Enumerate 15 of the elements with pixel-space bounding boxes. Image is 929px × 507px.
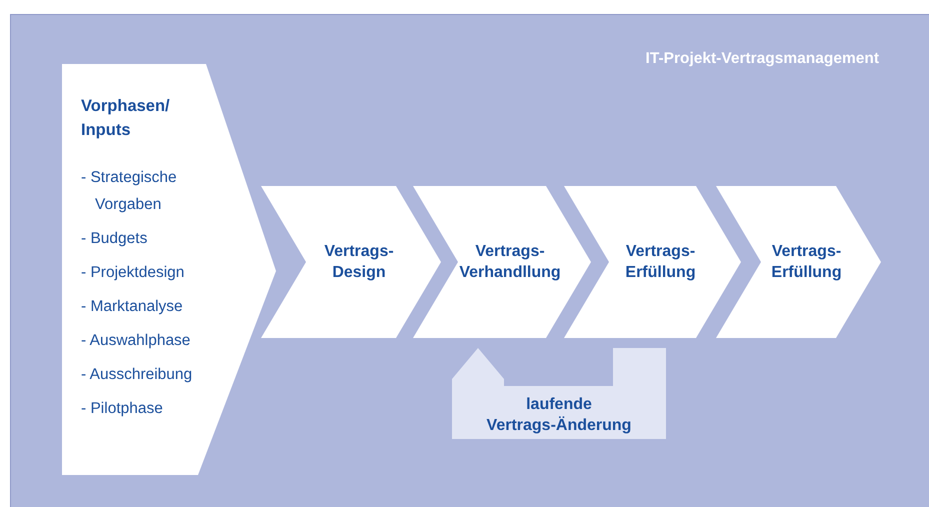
list-item: - Strategische Vorgaben [81,168,178,215]
list-item: - Pilotphase [81,399,164,419]
phase-label: Vertrags-Design [323,242,395,283]
list-item: - Budgets [81,229,148,249]
phase-label: Vertrags-Erfüllung [624,242,697,283]
phase-label: Vertrags-Verhandllung [458,242,562,283]
list-item: - Ausschreibung [81,365,194,385]
list-item: - Marktanalyse [81,297,184,317]
background-panel [10,14,929,507]
change-label: laufende Vertrags-Änderung [486,395,632,436]
list-item: - Projektdesign [81,263,186,283]
phase-label: Vertrags-Erfüllung [770,242,843,283]
list-item: - Auswahlphase [81,331,192,351]
heading: Vorphasen/ Inputs [81,96,171,141]
panel-title: IT-Projekt-Vertragsmanagement [646,50,879,68]
